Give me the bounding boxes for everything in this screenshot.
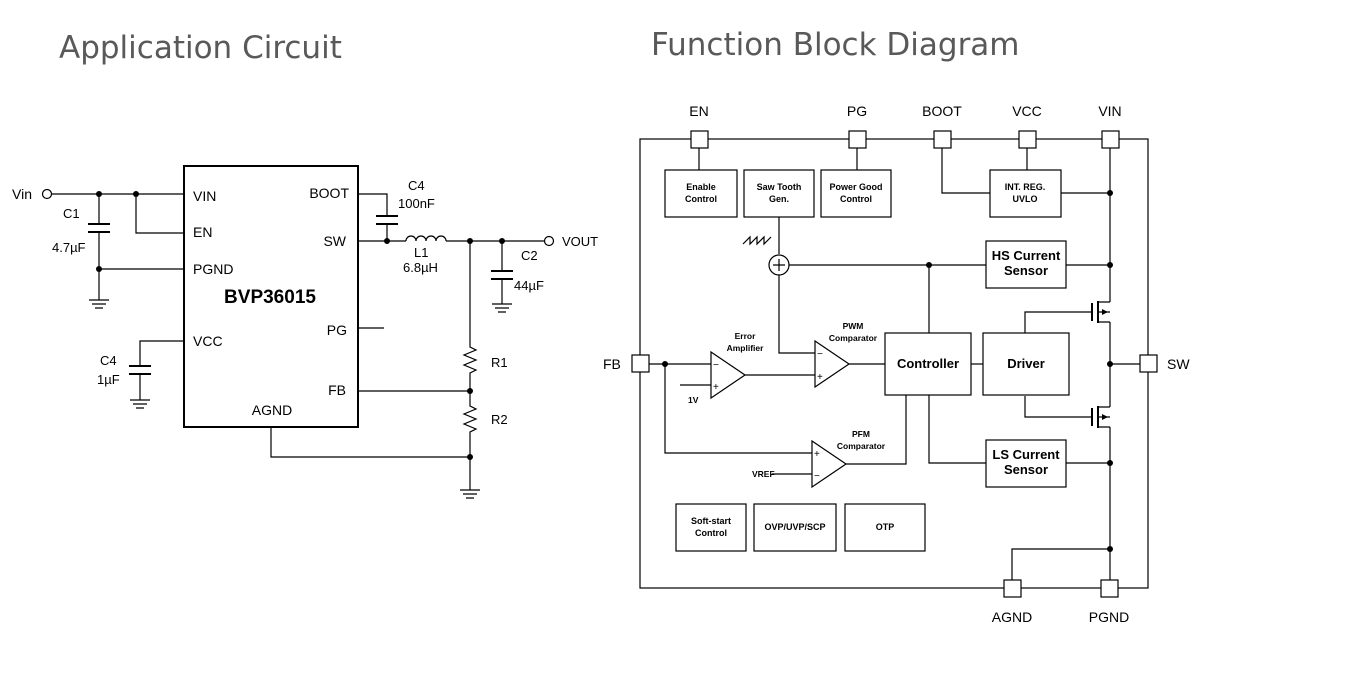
- c4-vcc-value: 1µF: [97, 372, 120, 387]
- svg-text:+: +: [817, 372, 823, 383]
- pin-en: [690, 130, 709, 149]
- c4-vcc-name: C4: [100, 353, 117, 368]
- power-good-line1: Power Good: [829, 182, 882, 192]
- pin-fb: [631, 354, 650, 373]
- svg-text:+: +: [713, 382, 719, 393]
- ic-pin-en: EN: [193, 224, 212, 240]
- pin-vin-label: VIN: [1098, 103, 1121, 119]
- pwm-comp-line2: Comparator: [829, 333, 878, 343]
- pwm-comparator: [814, 339, 851, 389]
- enable-control-block: [664, 169, 738, 218]
- c2-value: 44µF: [514, 278, 544, 293]
- ls-sensor-line1: LS Current: [992, 447, 1060, 462]
- driver-block: [982, 332, 1070, 396]
- saw-tooth-line2: Gen.: [769, 194, 789, 204]
- c2-name: C2: [521, 248, 538, 263]
- application-circuit-title: Application Circuit: [59, 30, 342, 66]
- pin-agnd-label: AGND: [992, 609, 1032, 625]
- ovp-label: OVP/UVP/SCP: [764, 522, 825, 532]
- ic-pin-vcc: VCC: [193, 333, 223, 349]
- error-amp-line1: Error: [735, 331, 756, 341]
- svg-text:+: +: [814, 449, 820, 460]
- controller-label: Controller: [897, 356, 959, 371]
- vref-label: VREF: [752, 469, 775, 479]
- vout-terminal: [543, 235, 555, 247]
- ref-1v: 1V: [688, 395, 699, 405]
- saw-tooth-line1: Saw Tooth: [757, 182, 802, 192]
- pin-pg-label: PG: [847, 103, 867, 119]
- hs-sensor-line1: HS Current: [992, 248, 1061, 263]
- soft-start-line2: Control: [695, 528, 727, 538]
- pin-fb-label: FB: [603, 356, 621, 372]
- pfm-comp-line1: PFM: [852, 429, 870, 439]
- ic-pin-agnd: AGND: [252, 402, 292, 418]
- ic-pin-boot: BOOT: [309, 185, 349, 201]
- int-reg-line2: UVLO: [1012, 194, 1037, 204]
- pin-pg: [848, 130, 867, 149]
- ic-pin-pg: PG: [327, 322, 347, 338]
- l1-name: L1: [414, 245, 428, 260]
- function-block-diagram: EN PG BOOT VCC VIN FB SW AGND PGND Enabl…: [603, 103, 1190, 625]
- saw-tooth-block: [743, 169, 815, 218]
- vin-label: Vin: [12, 186, 32, 202]
- ic-pin-pgnd: PGND: [193, 261, 233, 277]
- enable-control-line2: Control: [685, 194, 717, 204]
- pin-boot: [933, 130, 952, 149]
- svg-text:−: −: [713, 360, 719, 371]
- ls-sensor-line2: Sensor: [1004, 462, 1048, 477]
- vin-terminal: [41, 188, 53, 200]
- ic-pin-sw: SW: [323, 233, 346, 249]
- svg-text:−: −: [814, 471, 820, 482]
- pin-vin: [1101, 130, 1120, 149]
- enable-control-line1: Enable: [686, 182, 716, 192]
- c4-boot-name: C4: [408, 178, 425, 193]
- r2-name: R2: [491, 412, 508, 427]
- pfm-comparator: [811, 439, 848, 489]
- driver-label: Driver: [1007, 356, 1045, 371]
- int-reg-block: [989, 169, 1062, 218]
- low-side-mosfet: [1024, 396, 1110, 428]
- ic-pin-vin: VIN: [193, 188, 216, 204]
- c1-name: C1: [63, 206, 80, 221]
- error-amp-line2: Amplifier: [727, 343, 765, 353]
- l1-value: 6.8µH: [403, 260, 438, 275]
- pin-vcc-label: VCC: [1012, 103, 1042, 119]
- soft-start-block: [675, 503, 747, 552]
- pfm-comp-line2: Comparator: [837, 441, 886, 451]
- pin-agnd: [1003, 579, 1022, 598]
- hs-sensor-line2: Sensor: [1004, 263, 1048, 278]
- ovp-uvp-scp-block: [753, 503, 837, 552]
- error-amplifier: [710, 350, 747, 400]
- pwm-comp-line1: PWM: [843, 321, 864, 331]
- power-good-block: [820, 169, 892, 218]
- pin-sw: [1139, 354, 1158, 373]
- otp-block: [844, 503, 926, 552]
- ic-name: BVP36015: [224, 287, 316, 308]
- otp-label: OTP: [876, 522, 895, 532]
- r1-name: R1: [491, 355, 508, 370]
- pin-en-label: EN: [689, 103, 708, 119]
- ls-current-sensor-block: [985, 439, 1067, 488]
- pin-vcc: [1018, 130, 1037, 149]
- power-good-line2: Control: [840, 194, 872, 204]
- svg-text:−: −: [817, 349, 823, 360]
- controller-block: [884, 332, 972, 396]
- application-circuit: BVP36015 VIN EN PGND VCC BOOT SW PG FB A…: [12, 165, 598, 499]
- pin-boot-label: BOOT: [922, 103, 962, 119]
- soft-start-line1: Soft-start: [691, 516, 731, 526]
- vout-label: VOUT: [562, 234, 598, 249]
- pin-sw-label: SW: [1167, 356, 1190, 372]
- function-block-diagram-title: Function Block Diagram: [651, 27, 1020, 63]
- int-reg-line1: INT. REG.: [1005, 182, 1046, 192]
- c4-boot-value: 100nF: [398, 196, 435, 211]
- ic-pin-fb: FB: [328, 382, 346, 398]
- pin-pgnd-label: PGND: [1089, 609, 1129, 625]
- c1-value: 4.7µF: [52, 240, 86, 255]
- pin-pgnd: [1100, 579, 1119, 598]
